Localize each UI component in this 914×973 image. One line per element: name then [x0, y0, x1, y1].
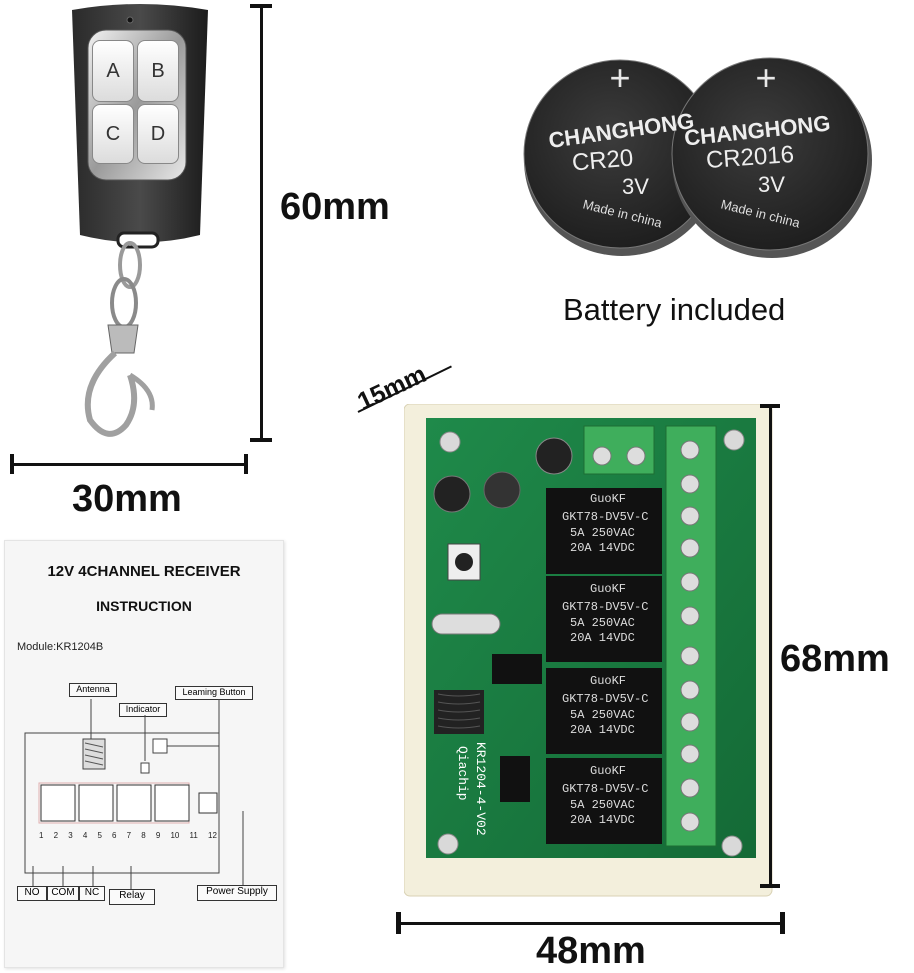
- remote-button-a: A: [92, 40, 134, 102]
- terminal-number: 5: [97, 831, 102, 840]
- remote-button-d: D: [137, 104, 179, 164]
- coin-batteries-photo: + +: [523, 57, 872, 258]
- manual-relay-label: Relay: [109, 889, 155, 905]
- terminal-number: 4: [82, 831, 88, 840]
- relay-2-rating-2: 20A 14VDC: [570, 631, 635, 645]
- board-width-cap-left: [396, 912, 401, 934]
- battery-left-voltage: 3V: [622, 174, 649, 199]
- manual-learning-button-label: Leaming Button: [175, 686, 253, 700]
- manual-title: 12V 4CHANNEL RECEIVER: [47, 563, 241, 580]
- relay-2-model: GKT78-DV5V-C: [562, 600, 649, 614]
- battery-right-voltage: 3V: [758, 172, 785, 197]
- manual-subtitle: INSTRUCTION: [96, 598, 192, 614]
- terminal-number: 1: [39, 831, 44, 840]
- board-width-label: 48mm: [536, 930, 646, 972]
- manual-wiring-diagram: [24, 699, 244, 899]
- terminal-number: 10: [170, 831, 180, 840]
- remote-button-c: C: [92, 104, 134, 164]
- relay-1-rating-2: 20A 14VDC: [570, 541, 635, 555]
- relay-3-brand: GuoKF: [590, 674, 627, 688]
- relay-4-rating-1: 5A 250VAC: [570, 798, 635, 812]
- remote-button-b: B: [137, 40, 179, 102]
- remote-height-dimension-line: [260, 4, 263, 442]
- receiver-board-photo: [404, 404, 773, 897]
- board-height-dimension-line: [769, 406, 772, 886]
- manual-power-supply-label: Power Supply: [197, 885, 277, 901]
- board-height-cap-bottom: [760, 884, 780, 888]
- board-width-dimension-line: [398, 922, 784, 925]
- board-height-label: 68mm: [780, 638, 890, 680]
- battery-caption: Battery included: [563, 292, 786, 327]
- manual-module: Module:KR1204B: [17, 641, 104, 653]
- board-height-cap-top: [760, 404, 780, 408]
- relay-3-model: GKT78-DV5V-C: [562, 692, 649, 706]
- terminal-number: 9: [155, 831, 161, 840]
- terminal-number: 12: [208, 831, 217, 840]
- remote-height-cap-bottom: [250, 438, 272, 442]
- terminal-number: 7: [126, 831, 132, 840]
- relay-4-rating-2: 20A 14VDC: [570, 813, 635, 827]
- remote-width-cap-left: [10, 454, 14, 474]
- battery-left-model: CR20: [570, 144, 635, 177]
- manual-com-label: COM: [47, 886, 79, 901]
- remote-width-dimension-line: [12, 463, 246, 466]
- terminal-number: 11: [189, 831, 198, 840]
- relay-2-brand: GuoKF: [590, 582, 627, 596]
- remote-height-label: 60mm: [280, 186, 390, 228]
- board-maker-label: Qiachip: [455, 746, 470, 801]
- relay-4-model: GKT78-DV5V-C: [562, 782, 649, 796]
- board-width-cap-right: [780, 912, 785, 934]
- relay-1-brand: GuoKF: [590, 492, 627, 506]
- relay-3-rating-2: 20A 14VDC: [570, 723, 635, 737]
- manual-nc-label: NC: [79, 886, 105, 901]
- remote-height-cap-top: [250, 4, 272, 8]
- relay-1-model: GKT78-DV5V-C: [562, 510, 649, 524]
- relay-1-rating-1: 5A 250VAC: [570, 526, 635, 540]
- board-model-label: KR1204-4-V02: [473, 742, 488, 836]
- manual-antenna-label: Antenna: [69, 683, 117, 697]
- remote-keychain: [84, 231, 160, 437]
- terminal-number: 8: [141, 831, 146, 840]
- svg-text:+: +: [609, 57, 630, 98]
- manual-terminal-strip: 1 2 3 4 5 6 7 8 9 10 11 12: [39, 831, 217, 840]
- svg-text:+: +: [755, 57, 776, 98]
- relay-2-rating-1: 5A 250VAC: [570, 616, 635, 630]
- relay-4-brand: GuoKF: [590, 764, 627, 778]
- manual-indicator-label: Indicator: [119, 703, 167, 717]
- terminal-number: 3: [68, 831, 73, 840]
- remote-width-cap-right: [244, 454, 248, 474]
- terminal-number: 6: [112, 831, 117, 840]
- remote-width-label: 30mm: [72, 478, 182, 520]
- terminal-number: 2: [53, 831, 59, 840]
- manual-no-label: NO: [17, 886, 47, 901]
- relay-3-rating-1: 5A 250VAC: [570, 708, 635, 722]
- instruction-manual: 12V 4CHANNEL RECEIVER INSTRUCTION Module…: [4, 540, 284, 968]
